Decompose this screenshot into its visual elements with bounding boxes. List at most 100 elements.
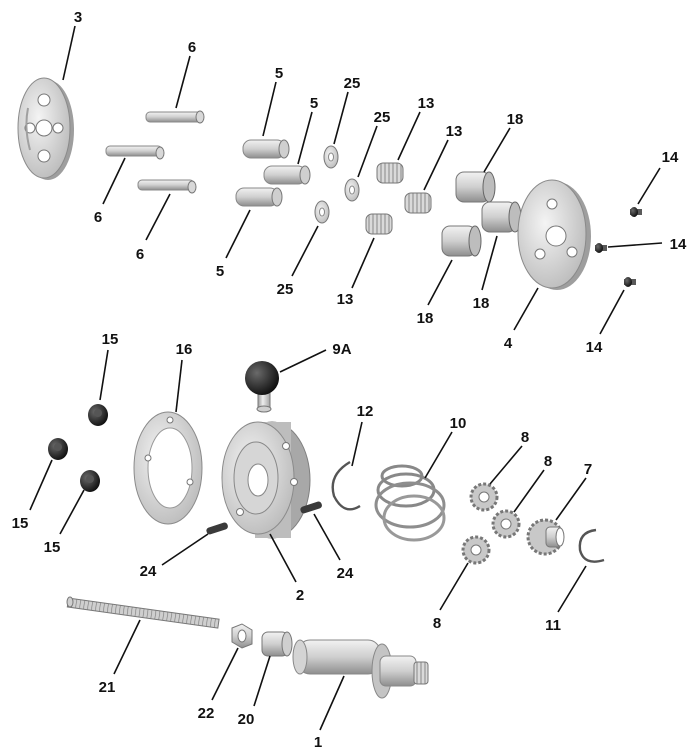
callout-1: 1 xyxy=(314,734,322,751)
part-18-sleeve xyxy=(441,225,482,257)
part-21-threaded-rod xyxy=(66,596,220,629)
leader-14a xyxy=(637,167,661,205)
leader-25b xyxy=(357,125,378,178)
callout-5: 5 xyxy=(310,95,318,112)
callout-13: 13 xyxy=(446,123,463,140)
callout-7: 7 xyxy=(584,461,592,478)
part-15-cap xyxy=(48,438,68,460)
part-5-shaft xyxy=(263,165,311,185)
part-2-housing xyxy=(221,421,311,539)
callout-24: 24 xyxy=(140,563,157,580)
callout-25: 25 xyxy=(277,281,294,298)
leader-24a xyxy=(161,533,209,566)
part-24-dowel-pin xyxy=(300,501,322,514)
leader-9a xyxy=(279,349,327,373)
callout-13: 13 xyxy=(418,95,435,112)
leader-18a xyxy=(483,127,511,173)
leader-4 xyxy=(513,287,539,331)
leader-lines xyxy=(29,25,663,731)
callout-24: 24 xyxy=(337,565,354,582)
leader-5b xyxy=(297,111,313,165)
part-1-drive-shaft xyxy=(292,639,429,699)
callout-2: 2 xyxy=(296,587,304,604)
part-8-gear xyxy=(461,535,491,565)
part-14-screw xyxy=(595,243,607,253)
callout-14: 14 xyxy=(586,339,603,356)
leader-20 xyxy=(253,655,271,707)
callout-5: 5 xyxy=(216,263,224,280)
part-22-hex-nut xyxy=(231,623,253,649)
callout-6: 6 xyxy=(188,39,196,56)
leader-18b xyxy=(427,259,453,306)
part-16-gasket xyxy=(133,411,203,525)
leader-8a xyxy=(489,445,523,485)
callout-18: 18 xyxy=(507,111,524,128)
part-6-pin xyxy=(105,145,165,160)
leader-14c xyxy=(599,289,625,335)
callout-20: 20 xyxy=(238,711,255,728)
callout-11: 11 xyxy=(545,617,561,634)
leader-11 xyxy=(557,565,587,613)
part-6-pin xyxy=(137,179,197,194)
callout-18: 18 xyxy=(417,310,434,327)
part-7-sun-gear xyxy=(526,518,565,556)
part-18-sleeve xyxy=(481,201,522,233)
leader-13a xyxy=(397,111,421,161)
part-10-spring xyxy=(374,464,446,542)
leader-5a xyxy=(262,81,277,137)
part-25-washer xyxy=(314,200,330,224)
part-13-needle-bearing xyxy=(404,192,432,214)
leader-21 xyxy=(113,619,141,675)
part-13-needle-bearing xyxy=(376,162,404,184)
callout-5: 5 xyxy=(275,65,283,82)
part-4-end-plate xyxy=(517,179,591,290)
leader-13c xyxy=(351,237,375,289)
leader-14b xyxy=(607,242,663,248)
leader-6a xyxy=(175,55,191,109)
part-18-sleeve xyxy=(455,171,496,203)
callout-labels: 3 6 6 6 5 5 5 25 25 25 13 13 13 18 18 18… xyxy=(12,9,687,751)
part-5-shaft xyxy=(242,139,290,159)
callout-15: 15 xyxy=(102,331,119,348)
part-20-bushing xyxy=(261,631,293,657)
leader-16 xyxy=(175,359,183,413)
callout-8: 8 xyxy=(544,453,552,470)
callout-14: 14 xyxy=(670,236,687,253)
part-24-dowel-pin xyxy=(206,522,228,535)
callout-10: 10 xyxy=(450,415,467,432)
callout-3: 3 xyxy=(74,9,82,26)
part-5-shaft xyxy=(235,187,283,207)
leader-10 xyxy=(424,431,453,479)
callout-22: 22 xyxy=(198,705,215,722)
part-15-cap xyxy=(80,470,100,492)
callout-8: 8 xyxy=(521,429,529,446)
leader-13b xyxy=(423,139,449,191)
leader-2 xyxy=(269,533,297,583)
callout-25: 25 xyxy=(344,75,361,92)
leader-6c xyxy=(145,193,171,241)
part-8-gear xyxy=(469,482,499,512)
leader-25a xyxy=(333,91,349,145)
callout-18: 18 xyxy=(473,295,490,312)
part-14-screw xyxy=(624,277,636,287)
leader-12 xyxy=(351,421,363,467)
part-9a-knob xyxy=(245,361,279,413)
callout-21: 21 xyxy=(99,679,116,696)
part-15-cap xyxy=(88,404,108,426)
leader-24b xyxy=(313,513,341,561)
callout-9a: 9A xyxy=(332,341,351,358)
callout-6: 6 xyxy=(136,246,144,263)
callout-8: 8 xyxy=(433,615,441,632)
part-14-screw xyxy=(630,207,642,217)
leader-6b xyxy=(102,157,126,205)
callout-15: 15 xyxy=(12,515,29,532)
callout-13: 13 xyxy=(337,291,354,308)
part-8-gear xyxy=(491,509,521,539)
leader-22 xyxy=(211,647,239,701)
callout-6: 6 xyxy=(94,209,102,226)
part-25-washer xyxy=(344,178,360,202)
part-25-washer xyxy=(323,145,339,169)
callout-14: 14 xyxy=(662,149,679,166)
leader-15a xyxy=(99,349,109,401)
